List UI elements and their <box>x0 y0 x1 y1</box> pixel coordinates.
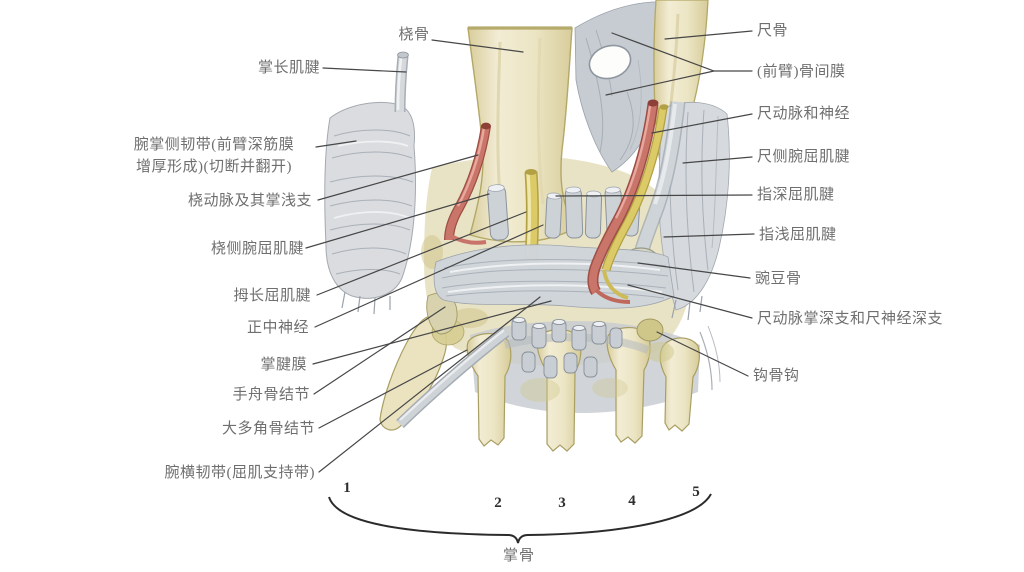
label-trapezium-tubercle: 大多角骨结节 <box>221 421 315 437</box>
distal-tendon-stumps <box>503 316 650 379</box>
label-palmar-carpal-ligament: 腕掌侧韧带(前臂深筋膜 增厚形成)(切断并翻开) <box>124 134 304 178</box>
label-flexor-carpi-radialis-tendon: 桡侧腕屈肌腱 <box>210 241 304 257</box>
label-flexor-digitorum-superficialis-tendon: 指浅屈肌腱 <box>759 227 837 243</box>
hamate-hook <box>636 318 664 342</box>
label-palmar-carpal-ligament-line2: 增厚形成)(切断并翻开) <box>136 159 292 175</box>
flexor-carpi-ulnaris-tendon <box>634 101 686 253</box>
label-flexor-pollicis-longus-tendon: 拇长屈肌腱 <box>233 288 311 304</box>
metacarpals-brace <box>328 493 712 544</box>
metacarpal-number-5: 5 <box>692 484 700 500</box>
ulnar-artery-and-nerve <box>587 99 669 304</box>
label-interosseous-membrane: (前臂)骨间膜 <box>757 64 846 80</box>
label-flexor-digitorum-profundus-tendon: 指深屈肌腱 <box>757 187 835 203</box>
label-radius: 桡骨 <box>398 27 430 43</box>
metacarpal-number-4: 4 <box>628 493 636 509</box>
label-hamate-hook: 钩骨钩 <box>753 368 800 384</box>
metacarpal-number-2: 2 <box>494 495 502 511</box>
label-ulna: 尺骨 <box>757 23 789 39</box>
label-palmar-carpal-ligament-line1: 腕掌侧韧带(前臂深筋膜 <box>133 137 295 153</box>
reflected-palmar-carpal-ligament <box>324 51 416 315</box>
label-median-nerve: 正中神经 <box>246 320 309 336</box>
label-palmaris-longus-tendon: 掌长肌腱 <box>257 60 320 76</box>
label-ulnar-artery-and-nerve: 尺动脉和神经 <box>757 106 851 122</box>
label-deep-palmar-branches: 尺动脉掌深支和尺神经深支 <box>757 311 944 327</box>
leader-lines <box>305 30 755 473</box>
metacarpal-number-1: 1 <box>343 480 351 496</box>
label-pisiform: 豌豆骨 <box>755 271 802 287</box>
radial-artery <box>444 122 491 245</box>
label-transverse-carpal-ligament: 腕横韧带(屈肌支持带) <box>164 465 315 481</box>
label-flexor-carpi-ulnaris-tendon: 尺侧腕屈肌腱 <box>757 149 851 165</box>
label-radial-artery-superficial-branch: 桡动脉及其掌浅支 <box>187 193 312 209</box>
label-metacarpals: 掌骨 <box>502 548 535 564</box>
label-scaphoid-tubercle: 手舟骨结节 <box>232 387 310 403</box>
thumb-tendon <box>396 327 510 428</box>
label-palmar-aponeurosis: 掌腱膜 <box>260 357 307 373</box>
flexor-retinaculum <box>433 244 675 309</box>
metacarpal-number-3: 3 <box>558 495 566 511</box>
